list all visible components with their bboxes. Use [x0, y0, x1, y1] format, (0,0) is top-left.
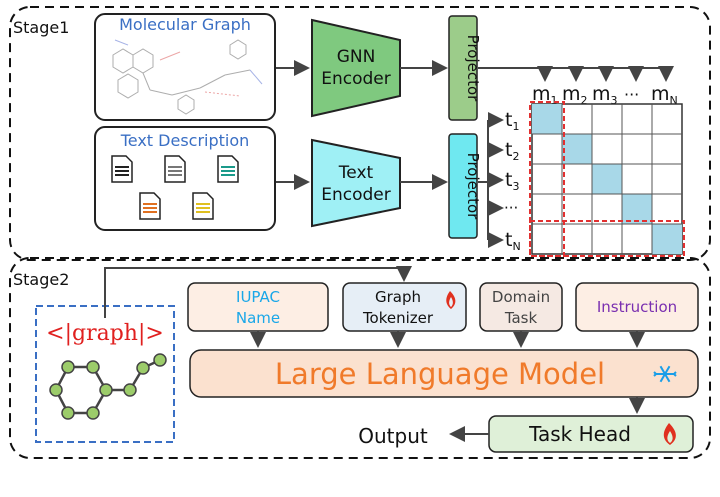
row-t3: t — [505, 169, 512, 191]
projector-text — [448, 133, 478, 239]
col-m2: m — [562, 83, 581, 105]
gnn-encoder-block — [311, 18, 401, 118]
domain-line1: Domain — [492, 288, 550, 306]
stage2-label: Stage2 — [13, 270, 69, 289]
graph-tokenizer-box — [342, 282, 467, 332]
row-arrows — [488, 112, 504, 248]
row-t3-sub: 3 — [512, 180, 519, 193]
col-m3-sub: 3 — [611, 94, 618, 107]
text-encoder-line1: Text — [338, 163, 374, 183]
molecule-graph-icon — [49, 353, 167, 420]
col-m1: m — [532, 83, 551, 105]
row-t2-sub: 2 — [512, 150, 519, 163]
molecular-graph-title: Molecular Graph — [119, 15, 251, 34]
diag-cell-2 — [562, 134, 592, 164]
gnn-encoder-line1: GNN — [337, 47, 376, 67]
fire-icon-taskhead — [663, 423, 676, 445]
column-highlight — [529, 101, 565, 257]
svg-text:t1: t1 — [505, 109, 519, 133]
svg-text:m1: m1 — [532, 83, 558, 107]
tokenizer-line2: Tokenizer — [362, 309, 434, 327]
matrix-row-labels: t1 t2 t3 ··· tN — [504, 109, 521, 253]
diag-cell-3 — [592, 164, 622, 194]
molecular-graph-box — [94, 13, 276, 121]
text-encoder-block — [311, 138, 401, 228]
svg-text:m3: m3 — [592, 83, 618, 107]
llm-label: Large Language Model — [275, 357, 605, 391]
tokenizer-line1: Graph — [375, 288, 421, 306]
col-m2-sub: 2 — [581, 94, 588, 107]
input-to-llm-arrows — [250, 331, 645, 348]
row-t1: t — [505, 109, 512, 131]
row-t2: t — [505, 139, 512, 161]
col-mn-sub: N — [670, 94, 678, 107]
svg-text:m2: m2 — [562, 83, 588, 107]
row-ellipsis: ··· — [504, 199, 518, 217]
col-m3: m — [592, 83, 611, 105]
col-mn: m — [651, 83, 670, 105]
domain-line2: Task — [504, 309, 538, 327]
snowflake-icon — [653, 365, 677, 383]
projector-text-label: Projector — [464, 153, 482, 220]
diag-cell-1 — [532, 104, 562, 134]
svg-text:t3: t3 — [505, 169, 519, 193]
similarity-matrix — [529, 101, 685, 257]
text-encoder-line2: Encoder — [321, 185, 391, 205]
projector-gnn-label: Projector — [464, 35, 482, 102]
svg-text:mN: mN — [651, 83, 678, 107]
output-label: Output — [358, 424, 428, 448]
projector-gnn — [448, 15, 478, 121]
gnn-encoder-line2: Encoder — [321, 69, 391, 89]
col-m1-sub: 1 — [551, 94, 558, 107]
svg-text:t2: t2 — [505, 139, 519, 163]
document-icons — [111, 155, 239, 220]
stage1-frame — [9, 6, 711, 261]
graph-token-label: <|graph|> — [46, 321, 164, 346]
iupac-line2: Name — [236, 309, 280, 327]
instruction-label: Instruction — [597, 298, 677, 316]
text-description-title: Text Description — [120, 131, 250, 150]
llm-block — [189, 349, 699, 398]
col-ellipsis: ··· — [624, 85, 639, 104]
diag-cell-5 — [652, 224, 682, 254]
molecule-structure-icon — [112, 39, 263, 115]
diag-cell-4 — [622, 194, 652, 224]
stage2-frame — [9, 257, 711, 459]
column-arrows — [537, 66, 674, 82]
graph-panel — [35, 305, 175, 443]
stage1-label: Stage1 — [13, 18, 69, 37]
row-tn-sub: N — [512, 240, 520, 253]
row-tn: t — [505, 229, 512, 251]
matrix-column-labels: m1 m2 m3 ··· mN — [532, 83, 678, 107]
row-t1-sub: 1 — [512, 120, 519, 133]
svg-text:tN: tN — [505, 229, 521, 253]
arrow-graph-to-tokenizer — [104, 266, 412, 318]
iupac-line1: IUPAC — [236, 288, 280, 306]
row-highlight — [529, 220, 685, 257]
task-head-label: Task Head — [528, 422, 631, 446]
fire-icon-tokenizer — [446, 291, 456, 309]
